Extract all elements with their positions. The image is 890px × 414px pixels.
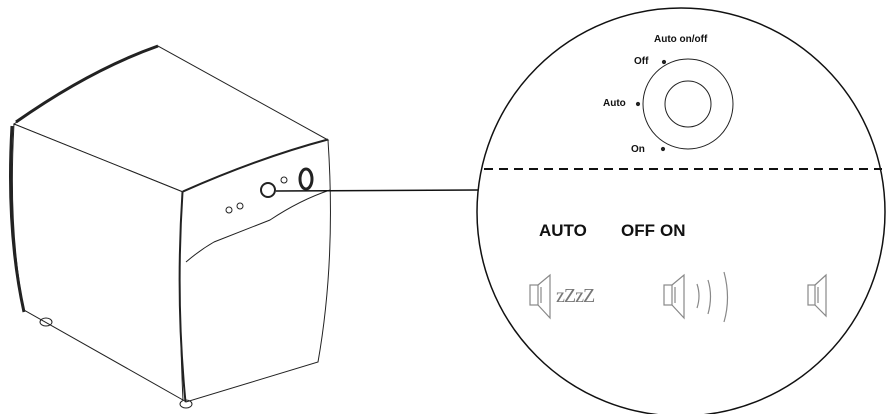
dial-title: Auto on/off <box>654 34 708 45</box>
dial-position-auto: Auto <box>603 98 626 109</box>
speaker-mute-icon <box>807 273 827 318</box>
mode-label-on: ON <box>660 221 686 240</box>
mode-label-off: OFF <box>621 221 655 240</box>
speaker-sound-icon <box>663 271 729 323</box>
dial-position-off: Off <box>634 56 649 67</box>
speaker-sleep-icon <box>529 273 551 320</box>
dial-knob-icon <box>635 58 734 152</box>
sleep-zzz-text: zZzZ <box>556 285 595 307</box>
magnifier-circle <box>476 7 886 414</box>
mode-label-auto: AUTO <box>539 221 587 240</box>
callout-line <box>275 189 479 192</box>
subwoofer-illustration <box>9 44 331 409</box>
dial-position-on: On <box>631 144 645 155</box>
